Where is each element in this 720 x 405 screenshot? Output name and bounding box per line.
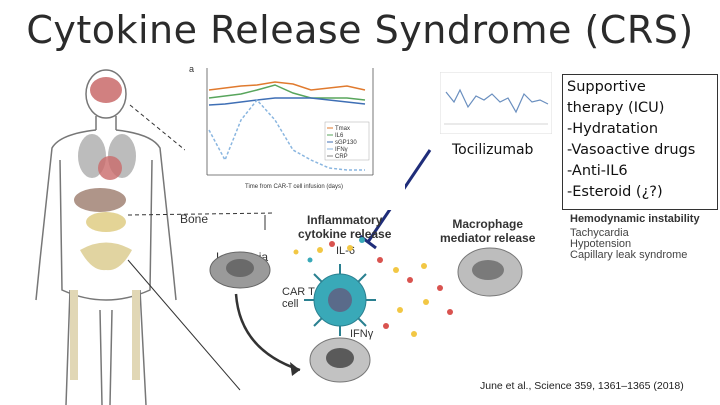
supportive-therapy-box: Supportive therapy (ICU) -Hydratation -V… — [562, 74, 718, 210]
legend-item-1: IL6 — [335, 133, 344, 139]
hemodynamic-item: Hypotension — [570, 238, 632, 250]
hemodynamic-item: Tachycardia — [570, 227, 629, 239]
chart-x-label: Time from CAR-T cell infusion (days) — [245, 184, 343, 190]
heart-icon — [98, 156, 122, 180]
legend-item-4: CRP — [335, 154, 348, 160]
bone-label: Bone — [180, 212, 209, 226]
tocilizumab-label: Tocilizumab — [452, 142, 534, 158]
citation: June et al., Science 359, 1361–1365 (201… — [480, 380, 684, 392]
supportive-line: -Esteroid (¿?) — [567, 184, 663, 200]
supportive-line: -Hydratation — [567, 121, 659, 137]
supportive-line: therapy (ICU) — [567, 100, 665, 116]
cytokine-time-chart: a Tmax IL6 sGP130 IFNγ CRP Time from CAR… — [185, 60, 405, 210]
macrophage-release-label: Macrophage mediator release — [440, 217, 536, 245]
page-title: Cytokine Release Syndrome (CRS) — [26, 8, 694, 52]
supportive-line: -Anti-IL6 — [567, 163, 628, 179]
hemodynamic-item: Capillary leak syndrome — [570, 249, 688, 261]
supportive-line: Supportive — [567, 79, 646, 95]
hemodynamic-title: Hemodynamic instability — [570, 213, 700, 225]
cell-illustration — [209, 237, 523, 383]
human-body-illustration — [35, 69, 177, 405]
panel-letter: a — [189, 64, 194, 74]
brain-icon — [90, 77, 122, 103]
legend-item-0: Tmax — [335, 126, 350, 132]
car-t-cell-label: CAR T cell — [282, 286, 315, 310]
ifn-gamma-label: IFNγ — [350, 328, 374, 340]
inflammatory-release-label: Inflammatory cytokine release — [298, 213, 392, 241]
cytokine-dots — [293, 237, 453, 337]
mini-chart — [440, 72, 552, 134]
legend-item-2: sGP130 — [335, 140, 357, 146]
legend-item-3: IFNγ — [335, 147, 348, 153]
supportive-line: -Vasoactive drugs — [567, 142, 696, 158]
